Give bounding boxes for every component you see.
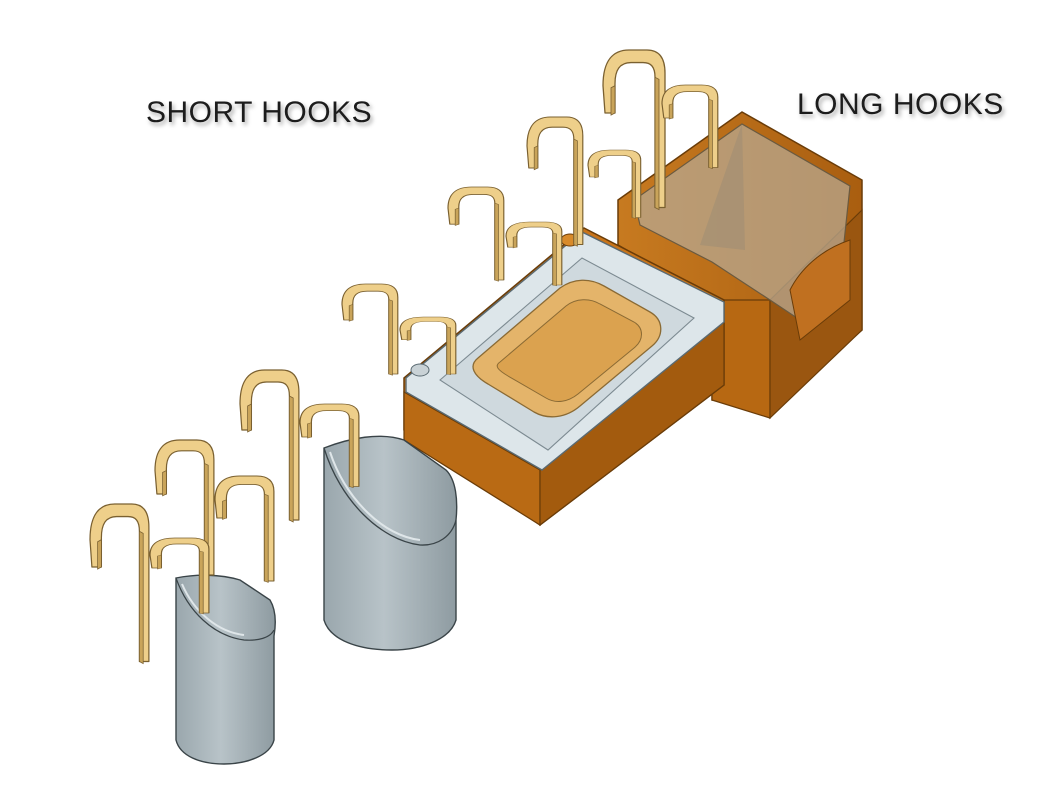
short-hooks-label: SHORT HOOKS	[146, 96, 373, 129]
hook-tray-3	[341, 283, 399, 376]
tall-cup	[323, 435, 458, 651]
short-cup	[175, 574, 276, 765]
hook-short-4	[214, 475, 275, 584]
hook-tray-1	[447, 186, 505, 282]
tray-container	[403, 227, 725, 527]
long-hooks-label: LONG HOOKS	[797, 88, 1004, 121]
long-container	[617, 111, 863, 420]
hook-short-5	[89, 503, 150, 665]
hook-long-4	[587, 149, 642, 219]
